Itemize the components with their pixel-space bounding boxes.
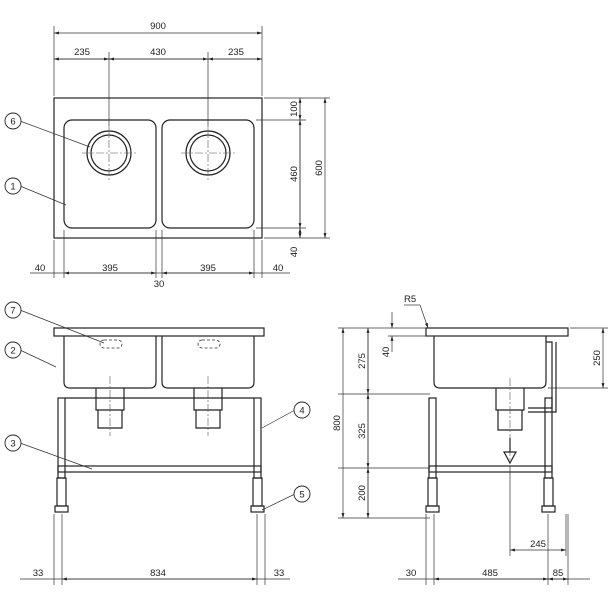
dim-bottom-seg-1: 40 [35, 263, 46, 274]
plan-outline [53, 97, 263, 239]
dim-right-seg-3: 40 [289, 247, 300, 258]
radius-label: R5 [404, 294, 416, 305]
drain-direction-arrow [502, 451, 518, 465]
dim-bottom-seg-2: 395 [102, 263, 118, 274]
side-foot-pad-back [541, 505, 556, 513]
side-bottom-rail [428, 465, 553, 473]
dim-side-seg-1: 275 [357, 353, 368, 369]
dim-side-bottom-seg-1: 30 [406, 568, 417, 579]
dim-top-seg-1: 235 [74, 47, 90, 58]
plan-drain-left [82, 126, 136, 180]
svg-text:5: 5 [299, 490, 304, 501]
callout-6: 6 [4, 112, 22, 130]
callout-2: 2 [4, 341, 22, 359]
dim-bowl-depth: 250 [592, 350, 603, 366]
dim-bottom-seg-3: 395 [200, 263, 216, 274]
side-foot-back [543, 477, 554, 507]
dim-drain-offset: 245 [530, 539, 546, 550]
side-rim [425, 327, 569, 337]
dim-front-seg-2: 834 [150, 568, 166, 579]
svg-text:4: 4 [299, 406, 304, 417]
dim-right-depth: 600 [314, 160, 325, 176]
dim-right-seg-1: 100 [289, 101, 300, 117]
front-bottom-rail [57, 465, 262, 473]
dim-top-seg-3: 235 [228, 47, 244, 58]
dim-side-height-total: 800 [332, 415, 343, 431]
dim-side-bottom-seg-3: 85 [553, 568, 564, 579]
side-foot-front [427, 477, 438, 507]
side-view: R5 800 275 325 200 40 250 245 [332, 294, 608, 585]
front-foot-left [56, 477, 67, 507]
svg-text:1: 1 [10, 182, 15, 193]
callout-3: 3 [4, 434, 22, 452]
dim-side-seg-2: 325 [357, 423, 368, 439]
front-foot-pad-right [250, 505, 265, 513]
plan-view: 900 235 430 235 100 460 40 600 40 395 [30, 21, 330, 290]
front-foot-right [252, 477, 263, 507]
callouts: 6 1 7 2 3 4 [4, 112, 311, 511]
overflow-slot-left [99, 339, 123, 349]
plan-bowl-left [63, 119, 157, 229]
side-bowl [433, 336, 547, 389]
svg-text:3: 3 [10, 439, 15, 450]
dim-center-gap: 30 [154, 279, 165, 290]
dim-front-seg-3: 33 [274, 568, 285, 579]
dim-overall-width: 900 [150, 21, 166, 32]
side-overflow-pipe [528, 341, 557, 413]
front-view: 33 834 33 [20, 327, 290, 585]
dim-side-bottom-seg-2: 485 [482, 568, 498, 579]
dim-top-seg-2: 430 [150, 47, 166, 58]
svg-text:2: 2 [10, 346, 15, 357]
plan-drain-right [181, 126, 235, 180]
side-foot-pad-front [425, 505, 440, 513]
callout-7: 7 [4, 301, 22, 319]
callout-5: 5 [293, 485, 311, 503]
svg-text:6: 6 [10, 117, 15, 128]
overflow-slot-right [197, 339, 221, 349]
dim-bottom-seg-4: 40 [273, 263, 284, 274]
svg-text:7: 7 [10, 306, 15, 317]
dim-rim-thickness: 40 [381, 347, 392, 358]
front-rim [53, 327, 265, 337]
dim-side-seg-3: 200 [357, 485, 368, 501]
callout-4: 4 [293, 401, 311, 419]
dim-front-seg-1: 33 [33, 568, 44, 579]
dim-right-seg-2: 460 [289, 166, 300, 182]
callout-1: 1 [4, 177, 22, 195]
front-foot-pad-left [54, 505, 69, 513]
